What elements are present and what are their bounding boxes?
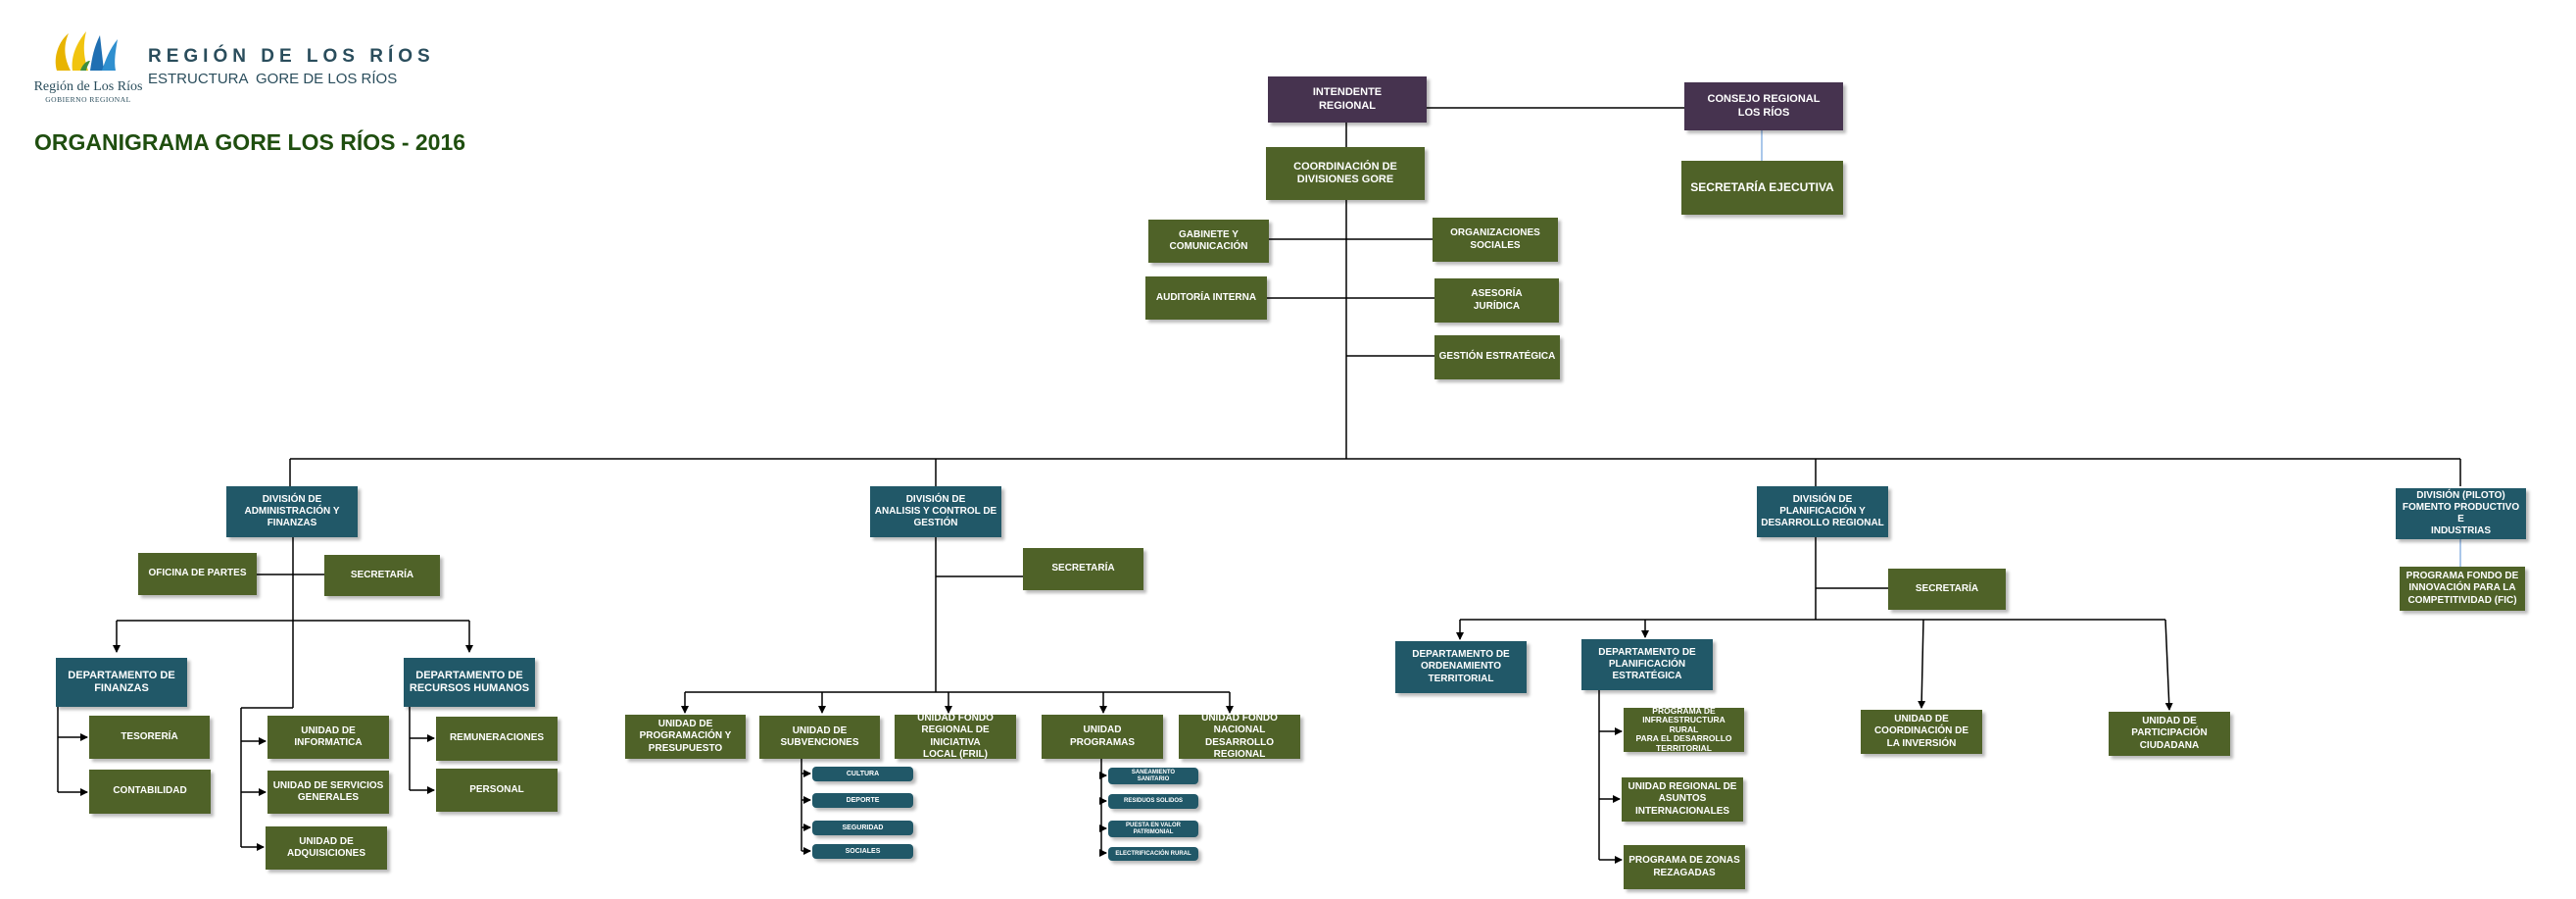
oficina-partes-box: OFICINA DE PARTES	[138, 553, 257, 595]
unidad-coordinacion-inversion-box: UNIDAD DE COORDINACIÓN DE LA INVERSIÓN	[1861, 710, 1982, 754]
division-admin-box: DIVISIÓN DE ADMINISTRACIÓN Y FINANZAS	[226, 486, 358, 537]
gestion-box: GESTIÓN ESTRATÉGICA	[1434, 335, 1560, 379]
secretaria-ejecutiva-box: SECRETARÍA EJECUTIVA	[1681, 161, 1843, 215]
auditoria-box: AUDITORÍA INTERNA	[1145, 276, 1267, 320]
unidad-participacion-box: UNIDAD DE PARTICIPACIÓN CIUDADANA	[2109, 712, 2230, 756]
unidad-subvenciones-box: UNIDAD DE SUBVENCIONES	[759, 716, 880, 759]
unidad-programacion-box: UNIDAD DE PROGRAMACIÓN Y PRESUPUESTO	[625, 715, 746, 759]
consejo-box: CONSEJO REGIONAL LOS RÍOS	[1684, 82, 1843, 130]
programa-fic-box: PROGRAMA FONDO DE INNOVACIÓN PARA LA COM…	[2400, 567, 2525, 611]
secretaria-analisis-box: SECRETARÍA	[1023, 548, 1143, 590]
remuneraciones-box: REMUNERACIONES	[436, 717, 558, 761]
structure-subtitle: ESTRUCTURA GORE DE LOS RÍOS	[148, 71, 398, 87]
depto-rrhh-box: DEPARTAMENTO DE RECURSOS HUMANOS	[404, 658, 535, 707]
cultura-box: CULTURA	[812, 767, 913, 781]
intendente-box: INTENDENTE REGIONAL	[1268, 76, 1427, 123]
puesta-valor-box: PUESTA EN VALOR PATRIMONIAL	[1108, 821, 1198, 837]
unidad-programas-box: UNIDAD PROGRAMAS	[1042, 715, 1163, 759]
unidad-asuntos-box: UNIDAD REGIONAL DE ASUNTOS INTERNACIONAL…	[1622, 777, 1743, 822]
logo-text: Región de Los Ríos	[33, 79, 143, 94]
tesoreria-box: TESORERÍA	[89, 716, 210, 759]
logo: Región de Los Ríos GOBIERNO REGIONAL	[29, 27, 147, 104]
secretaria-admin-box: SECRETARÍA	[324, 555, 440, 596]
organizaciones-box: ORGANIZACIONES SOCIALES	[1433, 218, 1558, 262]
programa-infra-box: PROGRAMA DE INFRAESTRUCTURA RURAL PARA E…	[1624, 706, 1744, 752]
unidad-servicios-box: UNIDAD DE SERVICIOS GENERALES	[267, 771, 389, 814]
asesoria-box: ASESORÍA JURÍDICA	[1434, 278, 1559, 323]
logo-subtext: GOBIERNO REGIONAL	[45, 95, 131, 104]
gabinete-box: GABINETE Y COMUNICACIÓN	[1148, 220, 1269, 263]
division-planificacion-box: DIVISIÓN DE PLANIFICACIÓN Y DESARROLLO R…	[1757, 486, 1888, 537]
coordinacion-box: COORDINACIÓN DE DIVISIONES GORE	[1266, 147, 1425, 200]
deporte-box: DEPORTE	[812, 793, 913, 808]
seguridad-box: SEGURIDAD	[812, 821, 913, 835]
depto-planificacion-box: DEPARTAMENTO DE PLANIFICACIÓN ESTRATÉGIC…	[1581, 639, 1713, 690]
contabilidad-box: CONTABILIDAD	[89, 770, 211, 814]
residuos-box: RESIDUOS SOLIDOS	[1108, 794, 1198, 809]
programa-zonas-box: PROGRAMA DE ZONAS REZAGADAS	[1624, 845, 1745, 889]
fndr-box: UNIDAD FONDO NACIONAL DESARROLLO REGIONA…	[1179, 713, 1300, 760]
division-analisis-box: DIVISIÓN DE ANALISIS Y CONTROL DE GESTIÓ…	[870, 486, 1001, 537]
saneamiento-box: SANEAMIENTO SANITARIO	[1108, 768, 1198, 784]
depto-finanzas-box: DEPARTAMENTO DE FINANZAS	[56, 658, 187, 707]
electrificacion-box: ELECTRIFICACIÓN RURAL	[1108, 847, 1198, 861]
fril-box: UNIDAD FONDO REGIONAL DE INICIATIVA LOCA…	[895, 713, 1016, 760]
personal-box: PERSONAL	[436, 769, 558, 812]
unidad-adquisiciones-box: UNIDAD DE ADQUISICIONES	[266, 826, 387, 870]
sociales-box: SOCIALES	[812, 844, 913, 859]
unidad-informatica-box: UNIDAD DE INFORMATICA	[267, 716, 389, 759]
depto-ordenamiento-box: DEPARTAMENTO DE ORDENAMIENTO TERRITORIAL	[1395, 641, 1527, 693]
region-title: REGIÓN DE LOS RÍOS	[148, 46, 435, 67]
secretaria-planif-box: SECRETARÍA	[1888, 569, 2006, 610]
region-logo-icon	[55, 31, 118, 71]
page-title: ORGANIGRAMA GORE LOS RÍOS - 2016	[34, 129, 466, 155]
division-fomento-box: DIVISIÓN (PILOTO) FOMENTO PRODUCTIVO E I…	[2396, 488, 2526, 539]
